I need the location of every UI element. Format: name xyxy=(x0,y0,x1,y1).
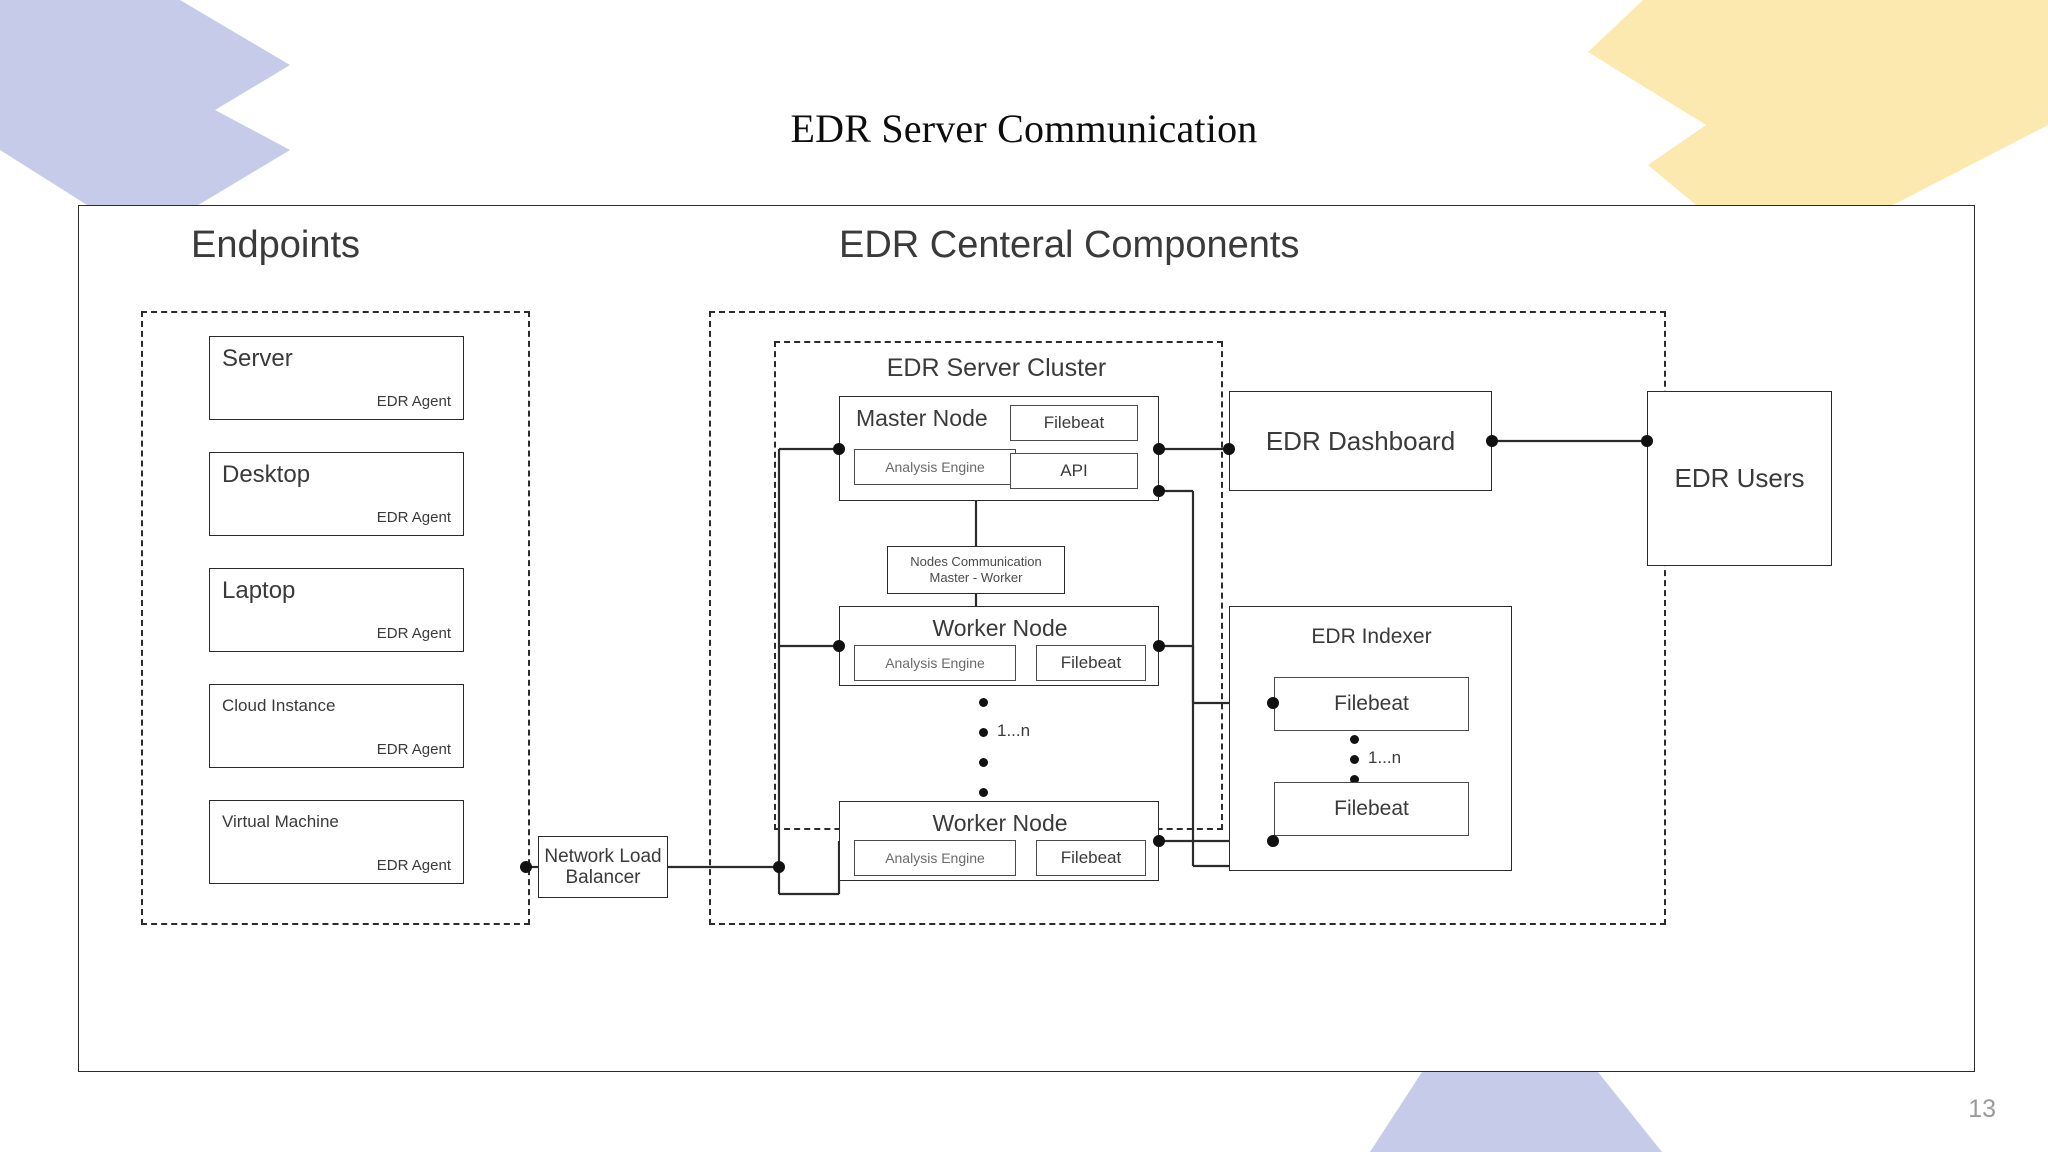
nodes-communication-line-1: Nodes Communication xyxy=(910,553,1042,569)
worker-node-1-filebeat-label: Filebeat xyxy=(1060,653,1122,672)
master-analysis-engine-label: Analysis Engine xyxy=(885,459,985,475)
endpoint-card-cloud-instance[interactable]: Cloud Instance EDR Agent xyxy=(209,684,464,768)
edr-users-label: EDR Users xyxy=(1674,463,1805,493)
worker-node-1-analysis-engine-label: Analysis Engine xyxy=(885,655,985,671)
indexer-scaling-label: 1...n xyxy=(1368,748,1402,767)
junction-endpoints-boundary xyxy=(520,861,532,873)
endpoint-agent-label: EDR Agent xyxy=(376,393,451,410)
worker-node-2-title: Worker Node xyxy=(932,810,1068,836)
endpoint-card-laptop[interactable]: Laptop EDR Agent xyxy=(209,568,464,652)
endpoint-card-desktop[interactable]: Desktop EDR Agent xyxy=(209,452,464,536)
endpoint-agent-label: EDR Agent xyxy=(376,625,451,642)
nodes-communication-box[interactable]: Nodes Communication Master - Worker xyxy=(887,546,1065,594)
junction-worker-node-1-in xyxy=(833,640,845,652)
endpoint-name: Desktop xyxy=(222,461,311,488)
ellipsis-dot xyxy=(979,788,988,797)
indexer-filebeat-1-label: Filebeat xyxy=(1334,692,1409,715)
ellipsis-dot xyxy=(1350,775,1359,784)
endpoint-card-server[interactable]: Server EDR Agent xyxy=(209,336,464,420)
heading-edr-central-components: EDR Centeral Components xyxy=(839,224,1300,266)
junction-users-in xyxy=(1641,435,1653,447)
page-number: 13 xyxy=(1968,1095,1996,1123)
junction-master-filebeat-out xyxy=(1153,443,1165,455)
worker-node-2-analysis-engine-label: Analysis Engine xyxy=(885,850,985,866)
junction-master-api-out xyxy=(1153,485,1165,497)
indexer-filebeat-2-box[interactable]: Filebeat xyxy=(1274,782,1469,836)
ellipsis-dot xyxy=(979,758,988,767)
endpoint-agent-label: EDR Agent xyxy=(376,509,451,526)
junction-dashboard-out xyxy=(1486,435,1498,447)
junction-worker-node-2-out xyxy=(1153,835,1165,847)
network-load-balancer-box[interactable]: Network Load Balancer xyxy=(538,836,668,898)
ellipsis-dot xyxy=(1350,755,1359,764)
master-filebeat-box[interactable]: Filebeat xyxy=(1010,405,1138,441)
endpoint-name: Server xyxy=(222,345,293,372)
ellipsis-dot xyxy=(979,728,988,737)
master-analysis-engine-box[interactable]: Analysis Engine xyxy=(854,449,1016,485)
endpoint-agent-label: EDR Agent xyxy=(376,857,451,874)
cluster-scaling-indicator: 1...n xyxy=(979,698,1099,797)
heading-endpoints: Endpoints xyxy=(191,224,361,266)
worker-node-1-filebeat-box[interactable]: Filebeat xyxy=(1036,645,1146,681)
diagram-frame: Endpoints EDR Centeral Components Server… xyxy=(78,205,1975,1072)
worker-node-1-analysis-engine-box[interactable]: Analysis Engine xyxy=(854,645,1016,681)
zone-edr-central-components xyxy=(709,311,1666,925)
indexer-filebeat-2-label: Filebeat xyxy=(1334,797,1409,820)
junction-worker-node-1-out xyxy=(1153,640,1165,652)
junction-central-bus xyxy=(773,861,785,873)
worker-node-1-title: Worker Node xyxy=(932,615,1068,641)
endpoint-name: Virtual Machine xyxy=(222,812,339,831)
master-api-box[interactable]: API xyxy=(1010,453,1138,489)
junction-master-node-in xyxy=(833,443,845,455)
worker-node-2-box[interactable]: Worker Node Analysis Engine Filebeat xyxy=(839,801,1159,881)
endpoint-agent-label: EDR Agent xyxy=(376,741,451,758)
worker-node-2-analysis-engine-box[interactable]: Analysis Engine xyxy=(854,840,1016,876)
nlb-line-1: Network Load xyxy=(544,845,662,867)
cluster-scaling-label: 1...n xyxy=(997,721,1031,740)
ellipsis-dot xyxy=(1350,735,1359,744)
junction-dashboard-in xyxy=(1223,443,1235,455)
master-filebeat-label: Filebeat xyxy=(1043,413,1105,432)
worker-node-2-filebeat-box[interactable]: Filebeat xyxy=(1036,840,1146,876)
indexer-scaling-indicator: 1...n xyxy=(1350,735,1460,784)
junction-indexer-filebeat-2-in xyxy=(1267,835,1279,847)
endpoint-name: Laptop xyxy=(222,577,296,604)
edr-dashboard-label: EDR Dashboard xyxy=(1265,425,1456,456)
indexer-filebeat-1-box[interactable]: Filebeat xyxy=(1274,677,1469,731)
page-title: EDR Server Communication xyxy=(790,106,1258,151)
edr-users-box[interactable]: EDR Users xyxy=(1647,391,1832,566)
worker-node-2-filebeat-label: Filebeat xyxy=(1060,848,1122,867)
decorative-chevron-yellow-top-right xyxy=(1588,0,2048,205)
nlb-line-2: Balancer xyxy=(565,867,641,888)
junction-indexer-filebeat-1-in xyxy=(1267,697,1279,709)
decorative-chevron-blue-bottom xyxy=(1370,1070,1662,1152)
zone-endpoints xyxy=(141,311,530,925)
master-node-title: Master Node xyxy=(856,405,988,431)
edr-dashboard-box[interactable]: EDR Dashboard xyxy=(1229,391,1492,491)
nodes-communication-line-2: Master - Worker xyxy=(929,570,1023,585)
ellipsis-dot xyxy=(979,698,988,707)
edr-indexer-box[interactable]: EDR Indexer Filebeat 1...n Filebeat xyxy=(1229,606,1512,871)
endpoint-card-virtual-machine[interactable]: Virtual Machine EDR Agent xyxy=(209,800,464,884)
edr-indexer-label: EDR Indexer xyxy=(1311,625,1432,648)
label-edr-server-cluster: EDR Server Cluster xyxy=(886,354,1107,382)
master-api-label: API xyxy=(1060,461,1088,480)
master-node-box[interactable]: Master Node Analysis Engine Filebeat API xyxy=(839,396,1159,501)
endpoint-name: Cloud Instance xyxy=(222,696,336,715)
worker-node-1-box[interactable]: Worker Node Analysis Engine Filebeat xyxy=(839,606,1159,686)
